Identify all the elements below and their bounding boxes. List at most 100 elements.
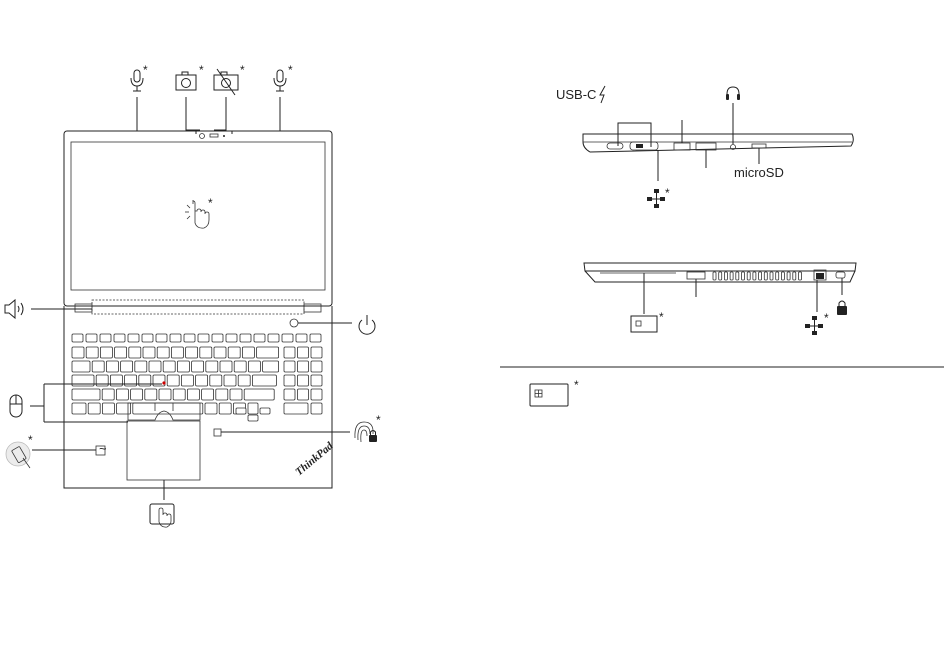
keyboard-key — [216, 389, 228, 400]
keyboard-key — [149, 361, 161, 372]
vent-slot — [793, 272, 796, 280]
microsd-slot — [752, 144, 766, 148]
keyboard-key — [234, 361, 246, 372]
usb-a-port — [674, 143, 690, 150]
keyboard-key — [92, 361, 104, 372]
keyboard-key — [196, 375, 208, 386]
keyboard-key — [263, 361, 279, 372]
keyboard-key — [102, 389, 114, 400]
ethernet-icon — [805, 316, 823, 335]
microphone-icon — [131, 70, 143, 91]
keyboard-key — [296, 334, 307, 342]
fingerprint-callout: * — [221, 413, 381, 442]
usb-c-label: USB-C — [556, 87, 596, 102]
keyboard-key — [131, 389, 143, 400]
keyboard-key — [238, 375, 250, 386]
brand-logo: ThinkPad — [293, 440, 336, 479]
keyboard-key — [311, 389, 322, 400]
laptop-top-view: ~ ThinkPad — [64, 131, 336, 488]
keyboard-key — [100, 334, 111, 342]
vent-slot — [724, 272, 727, 280]
keyboard-key — [212, 334, 223, 342]
keyboard-key — [219, 403, 231, 414]
usb-a-port-right — [687, 272, 705, 279]
power-callout — [298, 315, 375, 334]
keyboard-key — [167, 375, 179, 386]
keyboard-key — [198, 334, 209, 342]
vent-slot — [776, 272, 779, 280]
svg-text:*: * — [574, 378, 579, 392]
keyboard-key — [128, 334, 139, 342]
keyboard — [72, 334, 322, 421]
keyboard-key — [220, 361, 232, 372]
keyboard-key — [121, 361, 133, 372]
hinge — [92, 300, 304, 314]
keyboard-key — [260, 408, 270, 414]
keyboard-key — [143, 347, 155, 358]
keyboard-key — [298, 347, 309, 358]
keyboard-key — [173, 389, 185, 400]
camera-lens — [200, 134, 205, 139]
keyboard-key — [72, 347, 84, 358]
microphone-icon — [274, 70, 286, 91]
keyboard-key — [248, 361, 260, 372]
left-side-body — [583, 134, 853, 152]
keyboard-key — [157, 347, 169, 358]
usb-c-port-1 — [607, 143, 623, 149]
svg-text:*: * — [28, 433, 33, 447]
keyboard-key — [72, 361, 90, 372]
vent-slot — [787, 272, 790, 280]
keyboard-key — [106, 361, 118, 372]
keyboard-key — [240, 334, 251, 342]
fingerprint-reader-icon — [355, 422, 377, 442]
security-lock-slot — [836, 272, 845, 278]
camera-shutter-icon — [214, 69, 238, 95]
thunderbolt-icon — [600, 86, 605, 103]
keyboard-key — [156, 334, 167, 342]
speaker-icon — [5, 300, 23, 318]
svg-text:*: * — [199, 63, 204, 77]
camera-shutter — [210, 134, 218, 137]
usb-c-port-2 — [630, 142, 658, 150]
keyboard-key — [142, 334, 153, 342]
keyboard-key — [224, 375, 236, 386]
keyboard-key — [228, 347, 240, 358]
vent-slot — [759, 272, 762, 280]
keyboard-key — [284, 361, 295, 372]
keyboard-key — [226, 334, 237, 342]
keyboard-key — [210, 375, 222, 386]
vent-slot — [799, 272, 802, 280]
keyboard-key — [129, 347, 141, 358]
security-lock-icon — [837, 301, 847, 315]
keyboard-key — [186, 347, 198, 358]
touchpad — [127, 421, 200, 480]
keyboard-key — [311, 361, 322, 372]
touchpad-callout — [150, 480, 174, 527]
keyboard-key — [170, 334, 181, 342]
keyboard-key — [310, 334, 321, 342]
vent-slot — [713, 272, 716, 280]
keyboard-key — [135, 361, 147, 372]
keyboard-key — [257, 347, 279, 358]
keyboard-key — [187, 389, 199, 400]
svg-text:*: * — [143, 63, 148, 77]
touchpad-icon — [150, 504, 174, 527]
keyboard-key — [100, 347, 112, 358]
camera-shutter-callout: * — [214, 63, 245, 130]
keyboard-key — [181, 375, 193, 386]
keyboard-key — [214, 347, 226, 358]
keyboard-key — [206, 361, 218, 372]
power-icon — [359, 315, 375, 334]
right-side-view — [584, 263, 856, 314]
keyboard-key — [177, 361, 189, 372]
keyboard-key — [284, 403, 308, 414]
svg-text:*: * — [208, 196, 213, 210]
nfc-callout: * — [6, 433, 96, 468]
vent-slot — [719, 272, 722, 280]
keyboard-key — [298, 375, 309, 386]
vent-slot — [753, 272, 756, 280]
svg-text:*: * — [288, 63, 293, 77]
svg-text:*: * — [240, 63, 245, 77]
keyboard-key — [86, 347, 98, 358]
keyboard-key — [298, 389, 309, 400]
